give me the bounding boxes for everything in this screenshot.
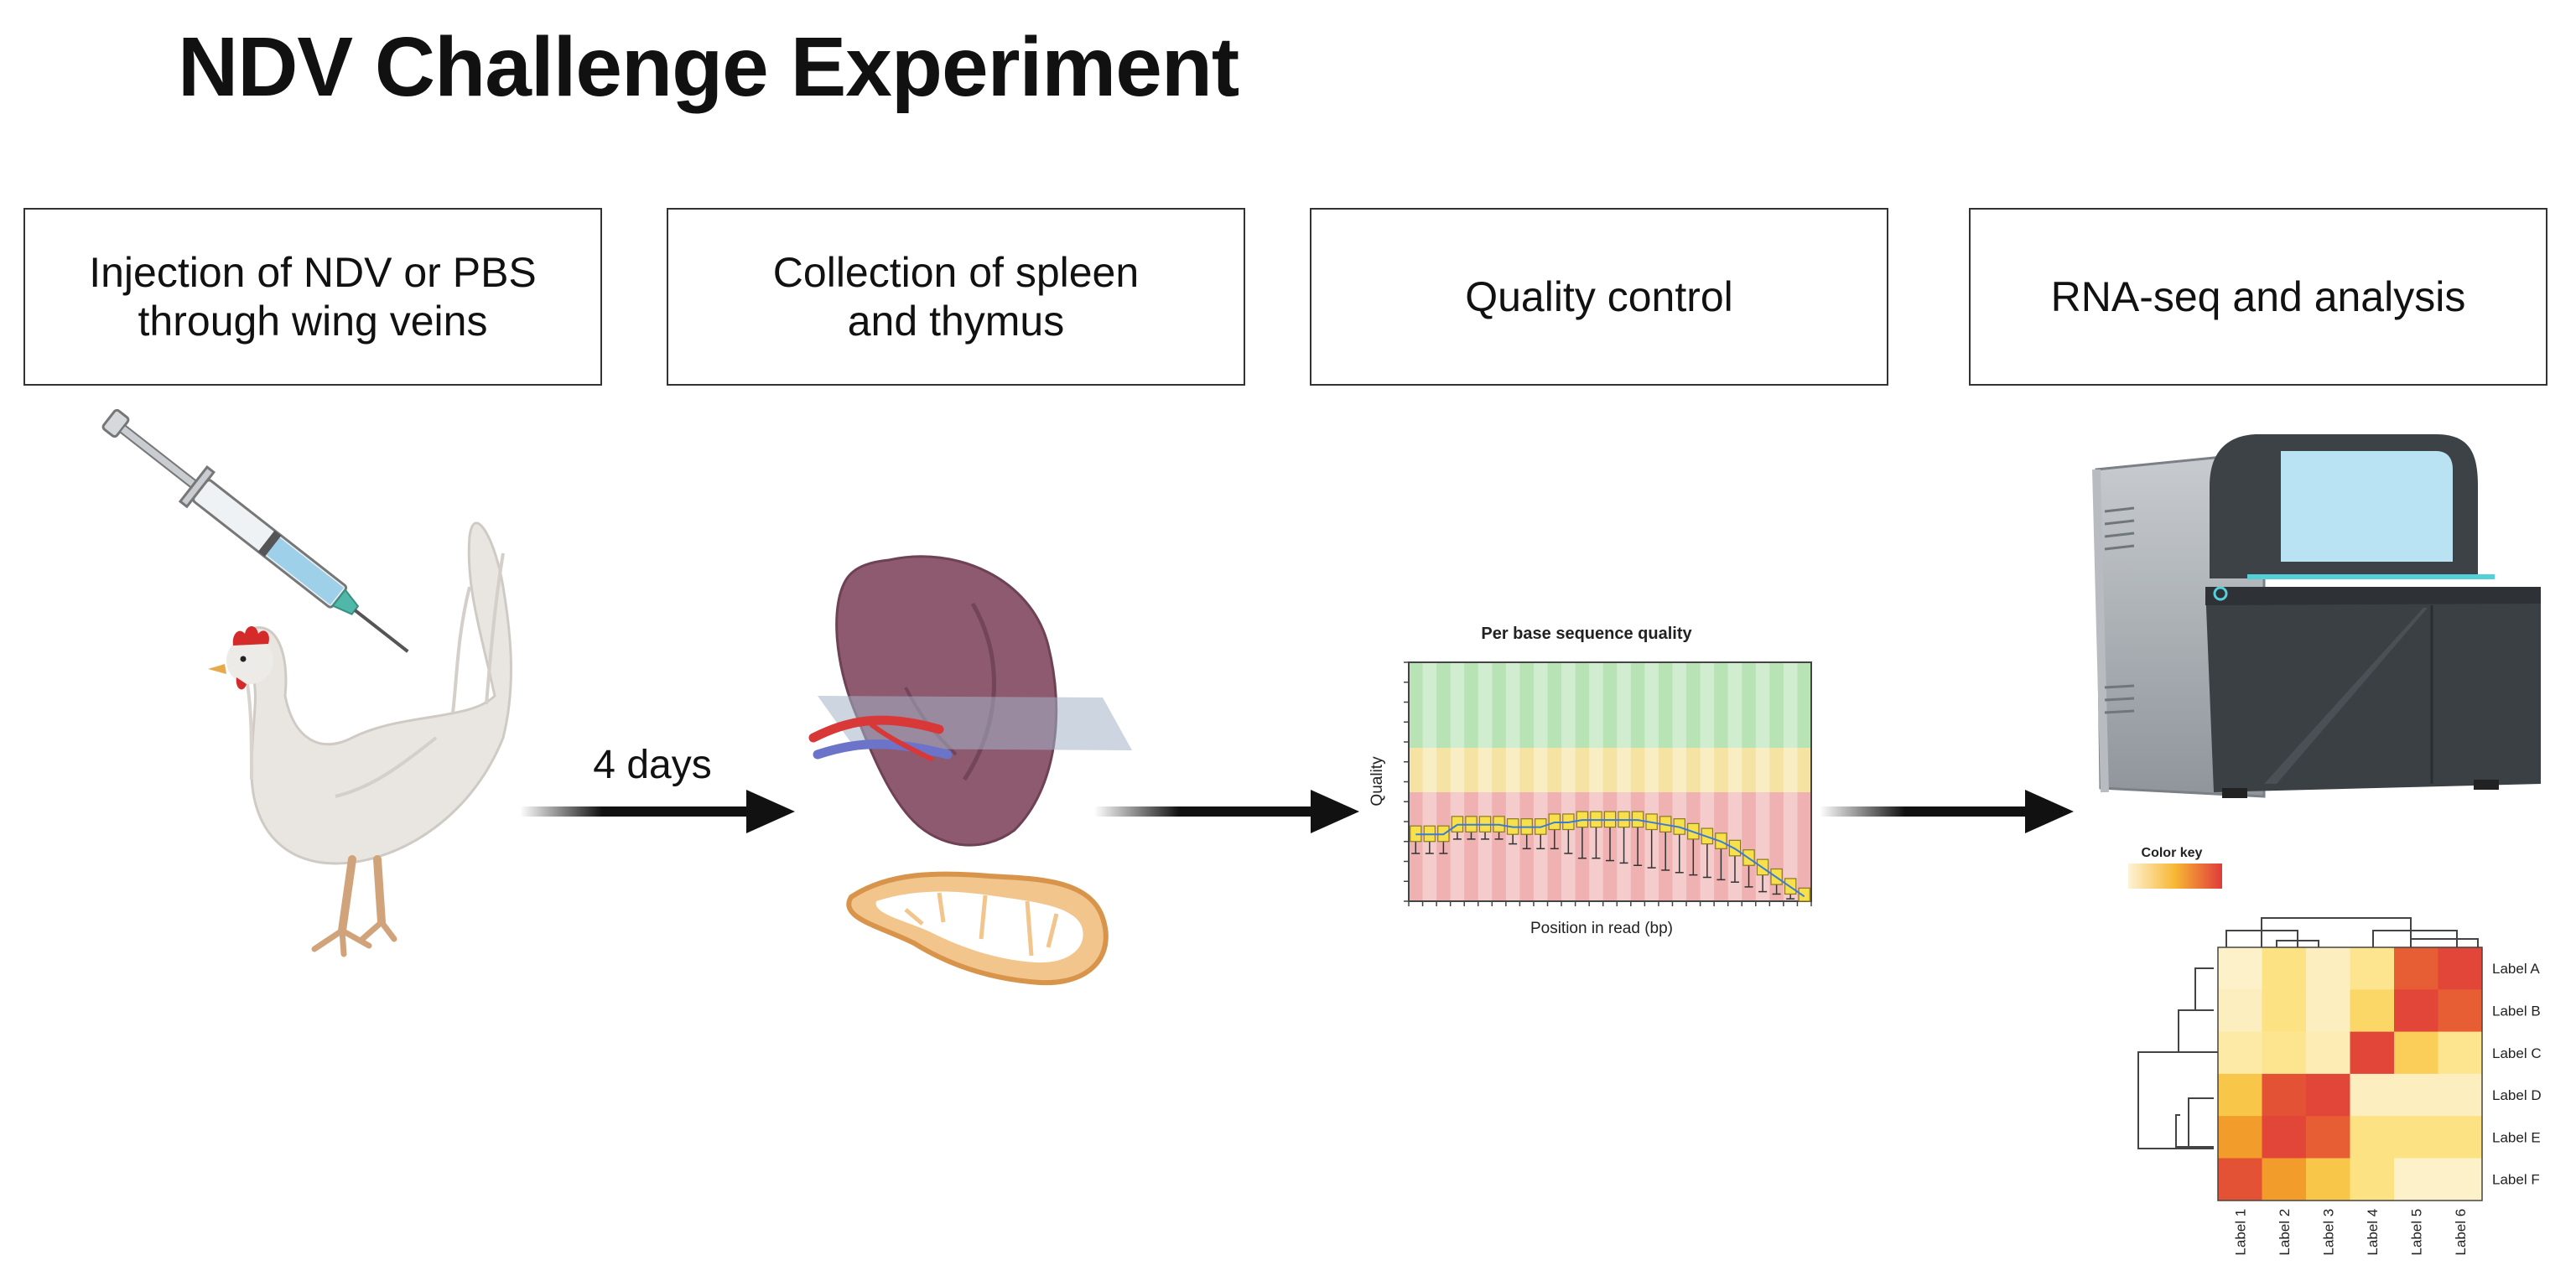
heatmap-cell xyxy=(2394,947,2438,990)
heatmap-col-label: Label 1 xyxy=(2232,1209,2248,1256)
quality-box-29 xyxy=(1798,887,1810,902)
spleen-icon xyxy=(808,555,1132,847)
syringe-icon xyxy=(101,408,409,653)
thymus-icon xyxy=(846,871,1109,986)
heatmap-cell xyxy=(2218,947,2262,990)
heatmap-cell xyxy=(2438,1031,2483,1075)
heatmap-cell xyxy=(2350,1073,2395,1117)
heatmap-col-label: Label 3 xyxy=(2320,1209,2336,1256)
quality-plot-ylabel: Quality xyxy=(1368,756,1386,806)
arrow-to-quality-control xyxy=(1094,790,1359,833)
step-injection-box: Injection of NDV or PBS through wing vei… xyxy=(23,208,602,386)
interval-label: 4 days xyxy=(593,743,711,787)
heatmap-cell xyxy=(2438,1073,2483,1117)
quality-plot: Per base sequence quality Position in re… xyxy=(1368,625,1812,937)
heatmap-cell xyxy=(2262,1116,2307,1159)
heatmap-cell xyxy=(2218,1073,2262,1117)
heatmap-cell xyxy=(2306,1073,2350,1117)
heatmap-cell xyxy=(2306,947,2350,990)
heatmap-col-label: Label 5 xyxy=(2408,1209,2424,1256)
heatmap-cell xyxy=(2218,1116,2262,1159)
heatmap-row-label: Label F xyxy=(2492,1172,2540,1188)
heatmap-cell xyxy=(2438,989,2483,1033)
heatmap-cell xyxy=(2262,947,2307,990)
heatmap-cell xyxy=(2262,1158,2307,1201)
heatmap-cell xyxy=(2438,1116,2483,1159)
heatmap-cell xyxy=(2350,1158,2395,1201)
chicken-icon xyxy=(208,521,512,957)
heatmap-cell xyxy=(2218,1158,2262,1201)
heatmap-cell xyxy=(2306,1158,2350,1201)
heatmap-row-label: Label B xyxy=(2492,1003,2541,1019)
color-key-bar xyxy=(2128,864,2222,889)
heatmap-cell xyxy=(2438,947,2483,990)
heatmap-cell xyxy=(2394,1031,2438,1075)
heatmap-cell xyxy=(2394,989,2438,1033)
heatmap-cell xyxy=(2350,1031,2395,1075)
heatmap-cell xyxy=(2306,1031,2350,1075)
arrow-to-rnaseq xyxy=(1820,790,2074,833)
heatmap-cell xyxy=(2350,989,2395,1033)
heatmap-cell xyxy=(2438,1158,2483,1201)
heatmap-col-label: Label 4 xyxy=(2365,1209,2381,1256)
step-collection-box: Collection of spleen and thymus xyxy=(667,208,1245,386)
arrow-to-collection xyxy=(520,790,795,833)
heatmap-cell xyxy=(2218,989,2262,1033)
quality-plot-xlabel: Position in read (bp) xyxy=(1530,920,1673,937)
color-key-label: Color key xyxy=(2142,846,2203,860)
page-title: NDV Challenge Experiment xyxy=(178,20,1239,114)
heatmap-cell xyxy=(2262,1031,2307,1075)
heatmap-row-label: Label A xyxy=(2492,961,2540,977)
step-quality-control-box: Quality control xyxy=(1310,208,1888,386)
step-rnaseq-box: RNA-seq and analysis xyxy=(1969,208,2547,386)
heatmap-row-label: Label E xyxy=(2492,1129,2541,1145)
heatmap-row-label: Label C xyxy=(2492,1045,2542,1061)
heatmap-cell xyxy=(2262,989,2307,1033)
heatmap-cell xyxy=(2306,989,2350,1033)
heatmap: Color key Label A Label B Label C Label D La… xyxy=(2128,846,2542,1256)
heatmap-cell xyxy=(2262,1073,2307,1117)
heatmap-col-label: Label 6 xyxy=(2453,1209,2469,1256)
sequencer-machine-icon xyxy=(2092,434,2541,798)
quality-plot-title: Per base sequence quality xyxy=(1481,625,1692,643)
heatmap-row-label: Label D xyxy=(2492,1087,2542,1103)
heatmap-cell xyxy=(2394,1073,2438,1117)
heatmap-cell xyxy=(2350,1116,2395,1159)
heatmap-cell xyxy=(2218,1031,2262,1075)
heatmap-cell xyxy=(2394,1116,2438,1159)
heatmap-col-label: Label 2 xyxy=(2277,1209,2293,1256)
heatmap-cell xyxy=(2306,1116,2350,1159)
heatmap-cell xyxy=(2394,1158,2438,1201)
heatmap-cell xyxy=(2350,947,2395,990)
